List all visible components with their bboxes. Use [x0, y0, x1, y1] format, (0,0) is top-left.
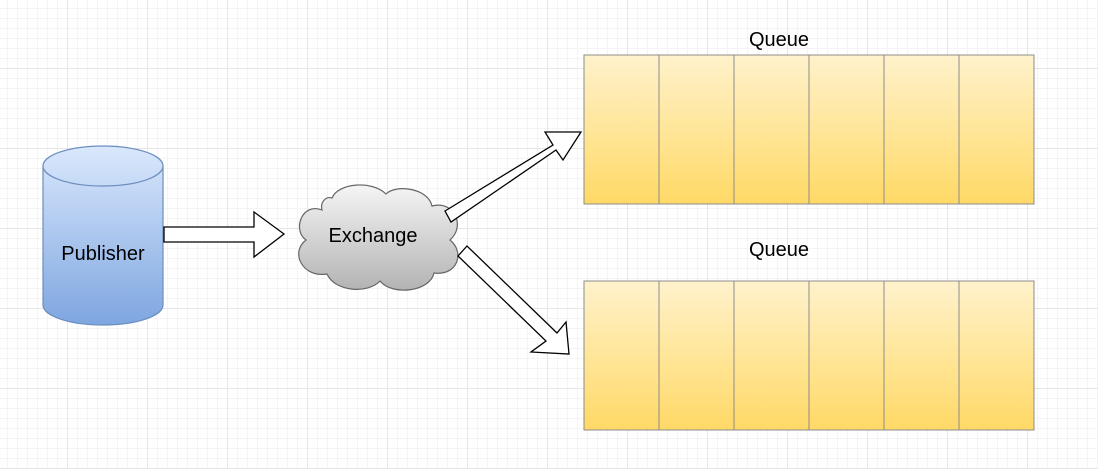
- queue-bottom-label: Queue: [749, 239, 809, 261]
- queue-cell: [733, 54, 810, 205]
- arrow-exchange-to-queue-top: [444, 131, 583, 223]
- queue-top-label: Queue: [749, 29, 809, 51]
- publisher-cylinder-body: [42, 145, 164, 326]
- arrow-exchange-to-queue-bottom: [457, 245, 570, 355]
- queue-cell: [733, 280, 810, 431]
- exchange-label: Exchange: [329, 225, 418, 247]
- queue-cell: [583, 280, 660, 431]
- queue-top[interactable]: Queue: [583, 29, 1035, 205]
- exchange-cloud[interactable]: Exchange: [298, 184, 459, 291]
- queue-cell: [658, 54, 735, 205]
- queue-cell: [808, 280, 885, 431]
- queue-cell: [808, 54, 885, 205]
- queue-cell: [883, 280, 960, 431]
- exchange-cloud-shape: [298, 184, 459, 291]
- publisher-label: Publisher: [61, 243, 145, 265]
- queue-cell: [583, 54, 660, 205]
- queue-cell: [958, 280, 1035, 431]
- queue-cell: [958, 54, 1035, 205]
- publisher-cylinder-rim: [42, 165, 164, 187]
- arrow-publisher-to-exchange: [163, 210, 286, 259]
- publisher-database[interactable]: Publisher: [42, 145, 164, 326]
- queue-cell: [658, 280, 735, 431]
- queue-bottom[interactable]: Queue: [583, 239, 1035, 431]
- queue-cell: [883, 54, 960, 205]
